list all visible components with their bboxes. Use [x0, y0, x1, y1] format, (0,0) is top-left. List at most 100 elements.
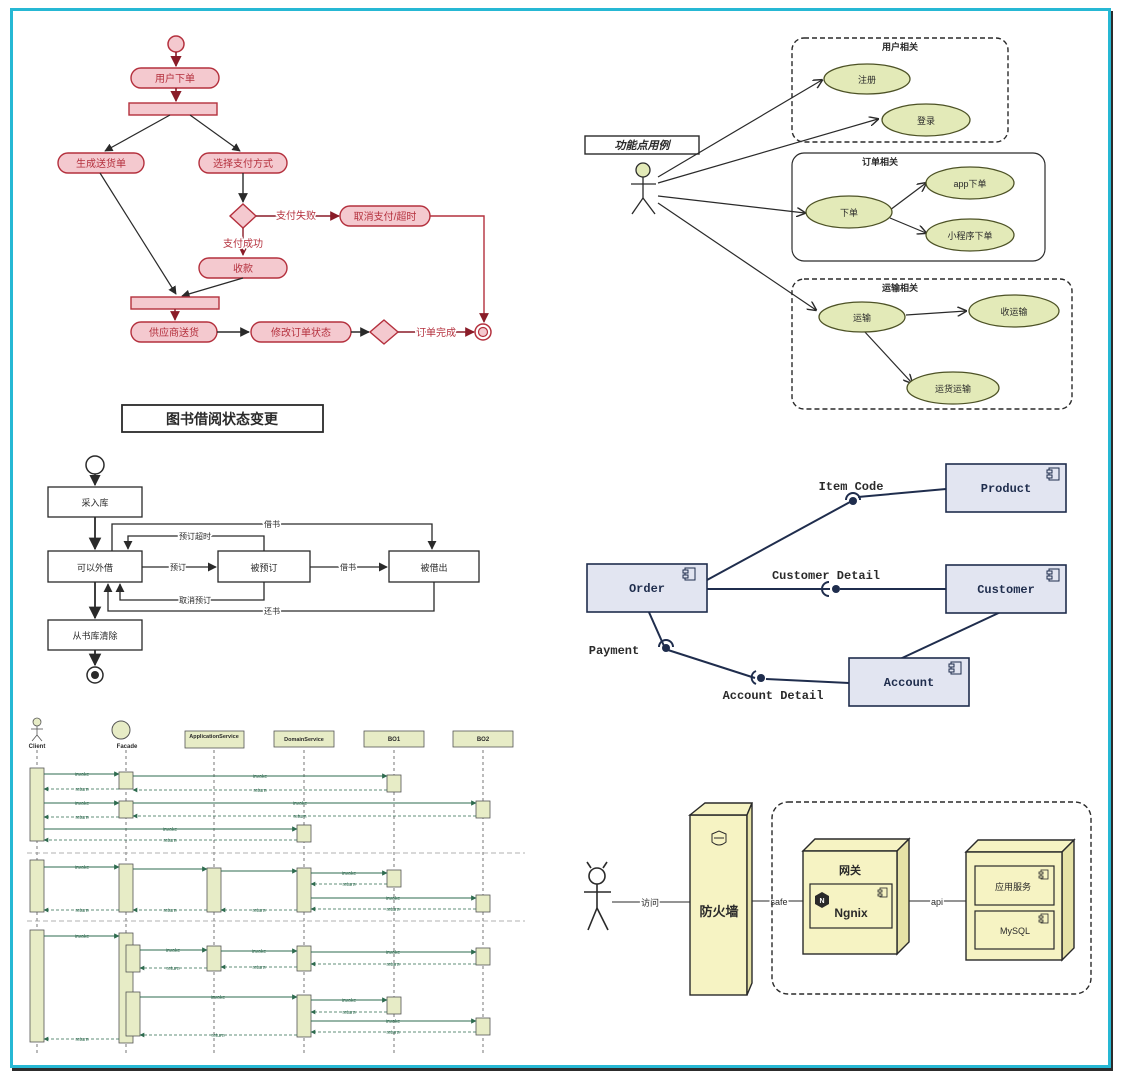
sequence-invoke-label: invoke — [342, 871, 357, 877]
usecase-app-order — [925, 166, 1015, 200]
component-diagram: Order Product Customer Account Item Code… — [586, 463, 1067, 707]
sequence-app-service-box — [184, 730, 245, 749]
sequence-invoke-label: invoke — [75, 772, 90, 778]
deploy-app-service-box — [974, 865, 1055, 906]
component-customer — [945, 564, 1067, 614]
usecase-app-order-label: app下单 — [953, 178, 986, 189]
sequence-bo2-label: BO2 — [477, 737, 490, 743]
component-item-code-label: Item Code — [819, 480, 884, 494]
usecase-group-user — [791, 37, 1009, 143]
activity-cancel-pay-label: 取消支付/超时 — [354, 210, 417, 223]
usecase-goods-ship-label: 运货运输 — [935, 383, 971, 394]
activity-choose-pay-label: 选择支付方式 — [213, 157, 273, 170]
sequence-invoke-label: invoke — [166, 948, 181, 954]
library-start-node — [85, 455, 105, 475]
sequence-bo2-box — [452, 730, 514, 748]
usecase-collect-ship — [968, 294, 1060, 328]
sequence-return-label: return — [293, 814, 306, 820]
sequence-invoke-label: invoke — [163, 827, 178, 833]
library-borrowed — [388, 550, 480, 583]
sequence-invoke-label: invoke — [75, 801, 90, 807]
deploy-visit-label: 访问 — [641, 897, 659, 908]
usecase-register — [823, 63, 911, 95]
library-return-label: 还书 — [264, 606, 280, 616]
activity-diagram: 用户下单 生成送货单 选择支付方式 支付失败 取消支付/超时 支付成功 收款 供… — [57, 35, 492, 345]
activity-place-order-label: 用户下单 — [155, 72, 195, 85]
usecase-login-label: 登录 — [917, 116, 935, 126]
usecase-goods-ship — [906, 371, 1000, 405]
library-removed-label: 从书库清除 — [72, 630, 117, 641]
usecase-register-label: 注册 — [858, 74, 876, 85]
usecase-order — [805, 195, 893, 229]
sequence-return-label: return — [211, 1033, 224, 1039]
library-borrowed-label: 被借出 — [420, 562, 447, 573]
component-lollipop-payment — [658, 639, 674, 652]
component-lollipop-customer-detail — [821, 581, 840, 597]
activity-order-done-label: 订单完成 — [416, 326, 456, 339]
component-account-label: Account — [884, 676, 934, 690]
component-lollipop-account-detail — [750, 670, 765, 685]
sequence-return-label: return — [75, 815, 88, 821]
usecase-ship — [818, 301, 906, 333]
usecase-collect-ship-label: 收运输 — [1000, 306, 1027, 317]
sequence-return-label: return — [166, 966, 179, 972]
sequence-return-label: return — [163, 908, 176, 914]
activity-place-order — [130, 67, 220, 89]
component-icon — [1038, 869, 1049, 880]
sequence-return-label: return — [75, 908, 88, 914]
activity-update-status-label: 修改订单状态 — [271, 326, 331, 339]
activity-pay-fail-label: 支付失败 — [276, 209, 316, 222]
deploy-mysql-label: MySQL — [1000, 926, 1030, 936]
sequence-invoke-label: invoke — [252, 949, 267, 955]
deploy-gateway-label: 网关 — [839, 863, 861, 877]
deploy-safe-label: safe — [770, 897, 787, 907]
library-reserve-timeout-label: 预订超时 — [179, 531, 211, 541]
usecase-group-ship-label: 运输相关 — [882, 282, 918, 293]
sequence-return-label: return — [252, 908, 265, 914]
sequence-invoke-label: invoke — [386, 950, 401, 956]
usecase-group-ship — [791, 278, 1073, 410]
usecase-diagram: 功能点用例 用户相关 订单相关 运输相关 注册 登录 下单 app下单 小程序下… — [584, 37, 1073, 410]
sequence-invoke-label: invoke — [253, 774, 268, 780]
activity-pay-decision — [228, 203, 258, 229]
library-in-stock — [47, 486, 143, 518]
sequence-bo1-box — [363, 730, 425, 748]
sequence-invoke-label: invoke — [293, 801, 308, 807]
library-available-label: 可以外借 — [77, 562, 113, 573]
library-lend-top-label: 借书 — [264, 519, 280, 529]
sequence-invoke-label: invoke — [75, 865, 90, 871]
usecase-mini-order-label: 小程序下单 — [947, 230, 992, 241]
activity-collect-label: 收款 — [233, 262, 253, 275]
sequence-client-actor — [31, 717, 43, 742]
sequence-return-label: return — [252, 965, 265, 971]
sequence-invoke-label: invoke — [75, 934, 90, 940]
component-icon — [1038, 913, 1049, 924]
library-title-box — [121, 404, 324, 433]
sequence-return-label: return — [342, 1010, 355, 1016]
deploy-app-service-label: 应用服务 — [995, 881, 1031, 892]
library-reserve-label: 预订 — [170, 562, 186, 572]
sequence-app-service-label: ApplicationService — [189, 734, 239, 740]
sequence-domain-service-box — [273, 730, 335, 748]
usecase-actor — [631, 162, 656, 215]
sequence-invoke-label: invoke — [342, 998, 357, 1004]
usecase-mini-order — [925, 218, 1015, 252]
sequence-activations — [29, 767, 491, 1044]
activity-supplier-ship-label: 供应商送货 — [149, 326, 199, 339]
sequence-invoke-label: invoke — [211, 995, 226, 1001]
sequence-return-label: return — [342, 882, 355, 888]
component-customer-label: Customer — [977, 583, 1035, 597]
activity-gen-delivery — [57, 152, 145, 174]
activity-done-decision — [368, 319, 400, 345]
activity-join-bar — [130, 296, 220, 310]
usecase-group-order-label: 订单相关 — [862, 156, 898, 167]
component-customer-detail-label: Customer Detail — [772, 569, 880, 583]
component-order-label: Order — [629, 582, 665, 596]
library-removed — [47, 619, 143, 651]
deploy-firewall-label: 防火墙 — [699, 904, 738, 919]
deploy-internal-zone — [771, 801, 1092, 995]
sequence-facade-node — [111, 720, 131, 740]
sequence-invoke-label: invoke — [386, 1019, 401, 1025]
deploy-nginx-label: Ngnix — [834, 906, 868, 920]
sequence-facade-label: Facade — [117, 744, 138, 750]
